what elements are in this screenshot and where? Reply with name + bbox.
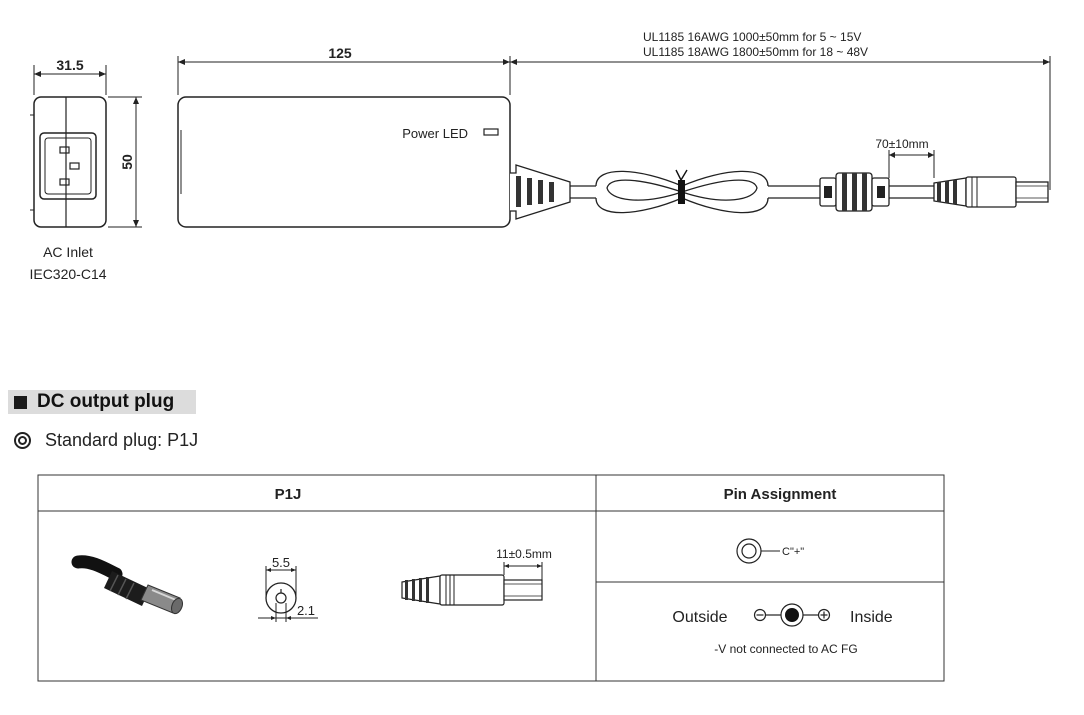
body-length-value: 125 (328, 45, 352, 61)
inlet-width-value: 31.5 (56, 57, 83, 73)
plug-front-view: 5.5 2.1 (258, 555, 318, 622)
table-header-pin-assignment: Pin Assignment (724, 486, 837, 503)
ac-inlet-label: AC Inlet (43, 244, 93, 260)
plug-length-value: 11±0.5mm (496, 547, 552, 561)
subsection-header: Standard plug: P1J (14, 430, 198, 451)
dimension-cable-length: UL1185 16AWG 1000±50mm for 5 ~ 15V UL118… (510, 30, 1051, 190)
plus-icon (817, 608, 831, 622)
power-led-label: Power LED (402, 126, 468, 141)
outside-label: Outside (672, 609, 727, 626)
minus-icon (753, 608, 767, 622)
cable-spec-line1: UL1185 16AWG 1000±50mm for 5 ~ 15V (643, 30, 861, 44)
ferrite-distance-value: 70±10mm (875, 137, 928, 151)
output-cable (570, 170, 934, 214)
plug-table: P1J Pin Assignment (37, 474, 945, 682)
dimension-ferrite-distance: 70±10mm (875, 137, 935, 178)
section-title: DC output plug (37, 391, 175, 412)
outer-diameter-value: 5.5 (272, 555, 290, 570)
power-led-indicator (483, 128, 499, 136)
polarity-symbol: Outside Inside -V not connected to AC FG (672, 603, 893, 656)
cable-tie (675, 169, 688, 204)
strain-relief (510, 164, 571, 220)
ac-inlet-standard: IEC320-C14 (29, 266, 106, 282)
section-header: DC output plug (8, 390, 196, 414)
adapter-body: Power LED (177, 96, 511, 228)
center-pin-label: C"+" (782, 546, 804, 558)
dimension-height: 50 (108, 96, 142, 228)
ferrite-core (819, 172, 890, 212)
height-value: 50 (119, 154, 135, 170)
dimension-body-length: 125 (177, 45, 511, 95)
subsection-title: Standard plug: P1J (45, 430, 199, 450)
plug-photo (71, 555, 184, 615)
table-header-plug: P1J (275, 486, 302, 503)
inside-label: Inside (850, 609, 893, 626)
inner-diameter-value: 2.1 (297, 603, 315, 618)
center-pin-symbol: C"+" (736, 538, 804, 564)
dimension-inlet-width: 31.5 (33, 57, 107, 95)
dc-plug-side-view (933, 176, 1049, 208)
plug-side-drawing: 11±0.5mm (401, 547, 552, 606)
ac-inlet-view (30, 96, 107, 228)
cable-spec-line2: UL1185 18AWG 1800±50mm for 18 ~ 48V (643, 45, 868, 59)
double-circle-bullet-icon (14, 432, 31, 449)
square-bullet-icon (14, 395, 27, 409)
polarity-note: -V not connected to AC FG (714, 642, 857, 656)
